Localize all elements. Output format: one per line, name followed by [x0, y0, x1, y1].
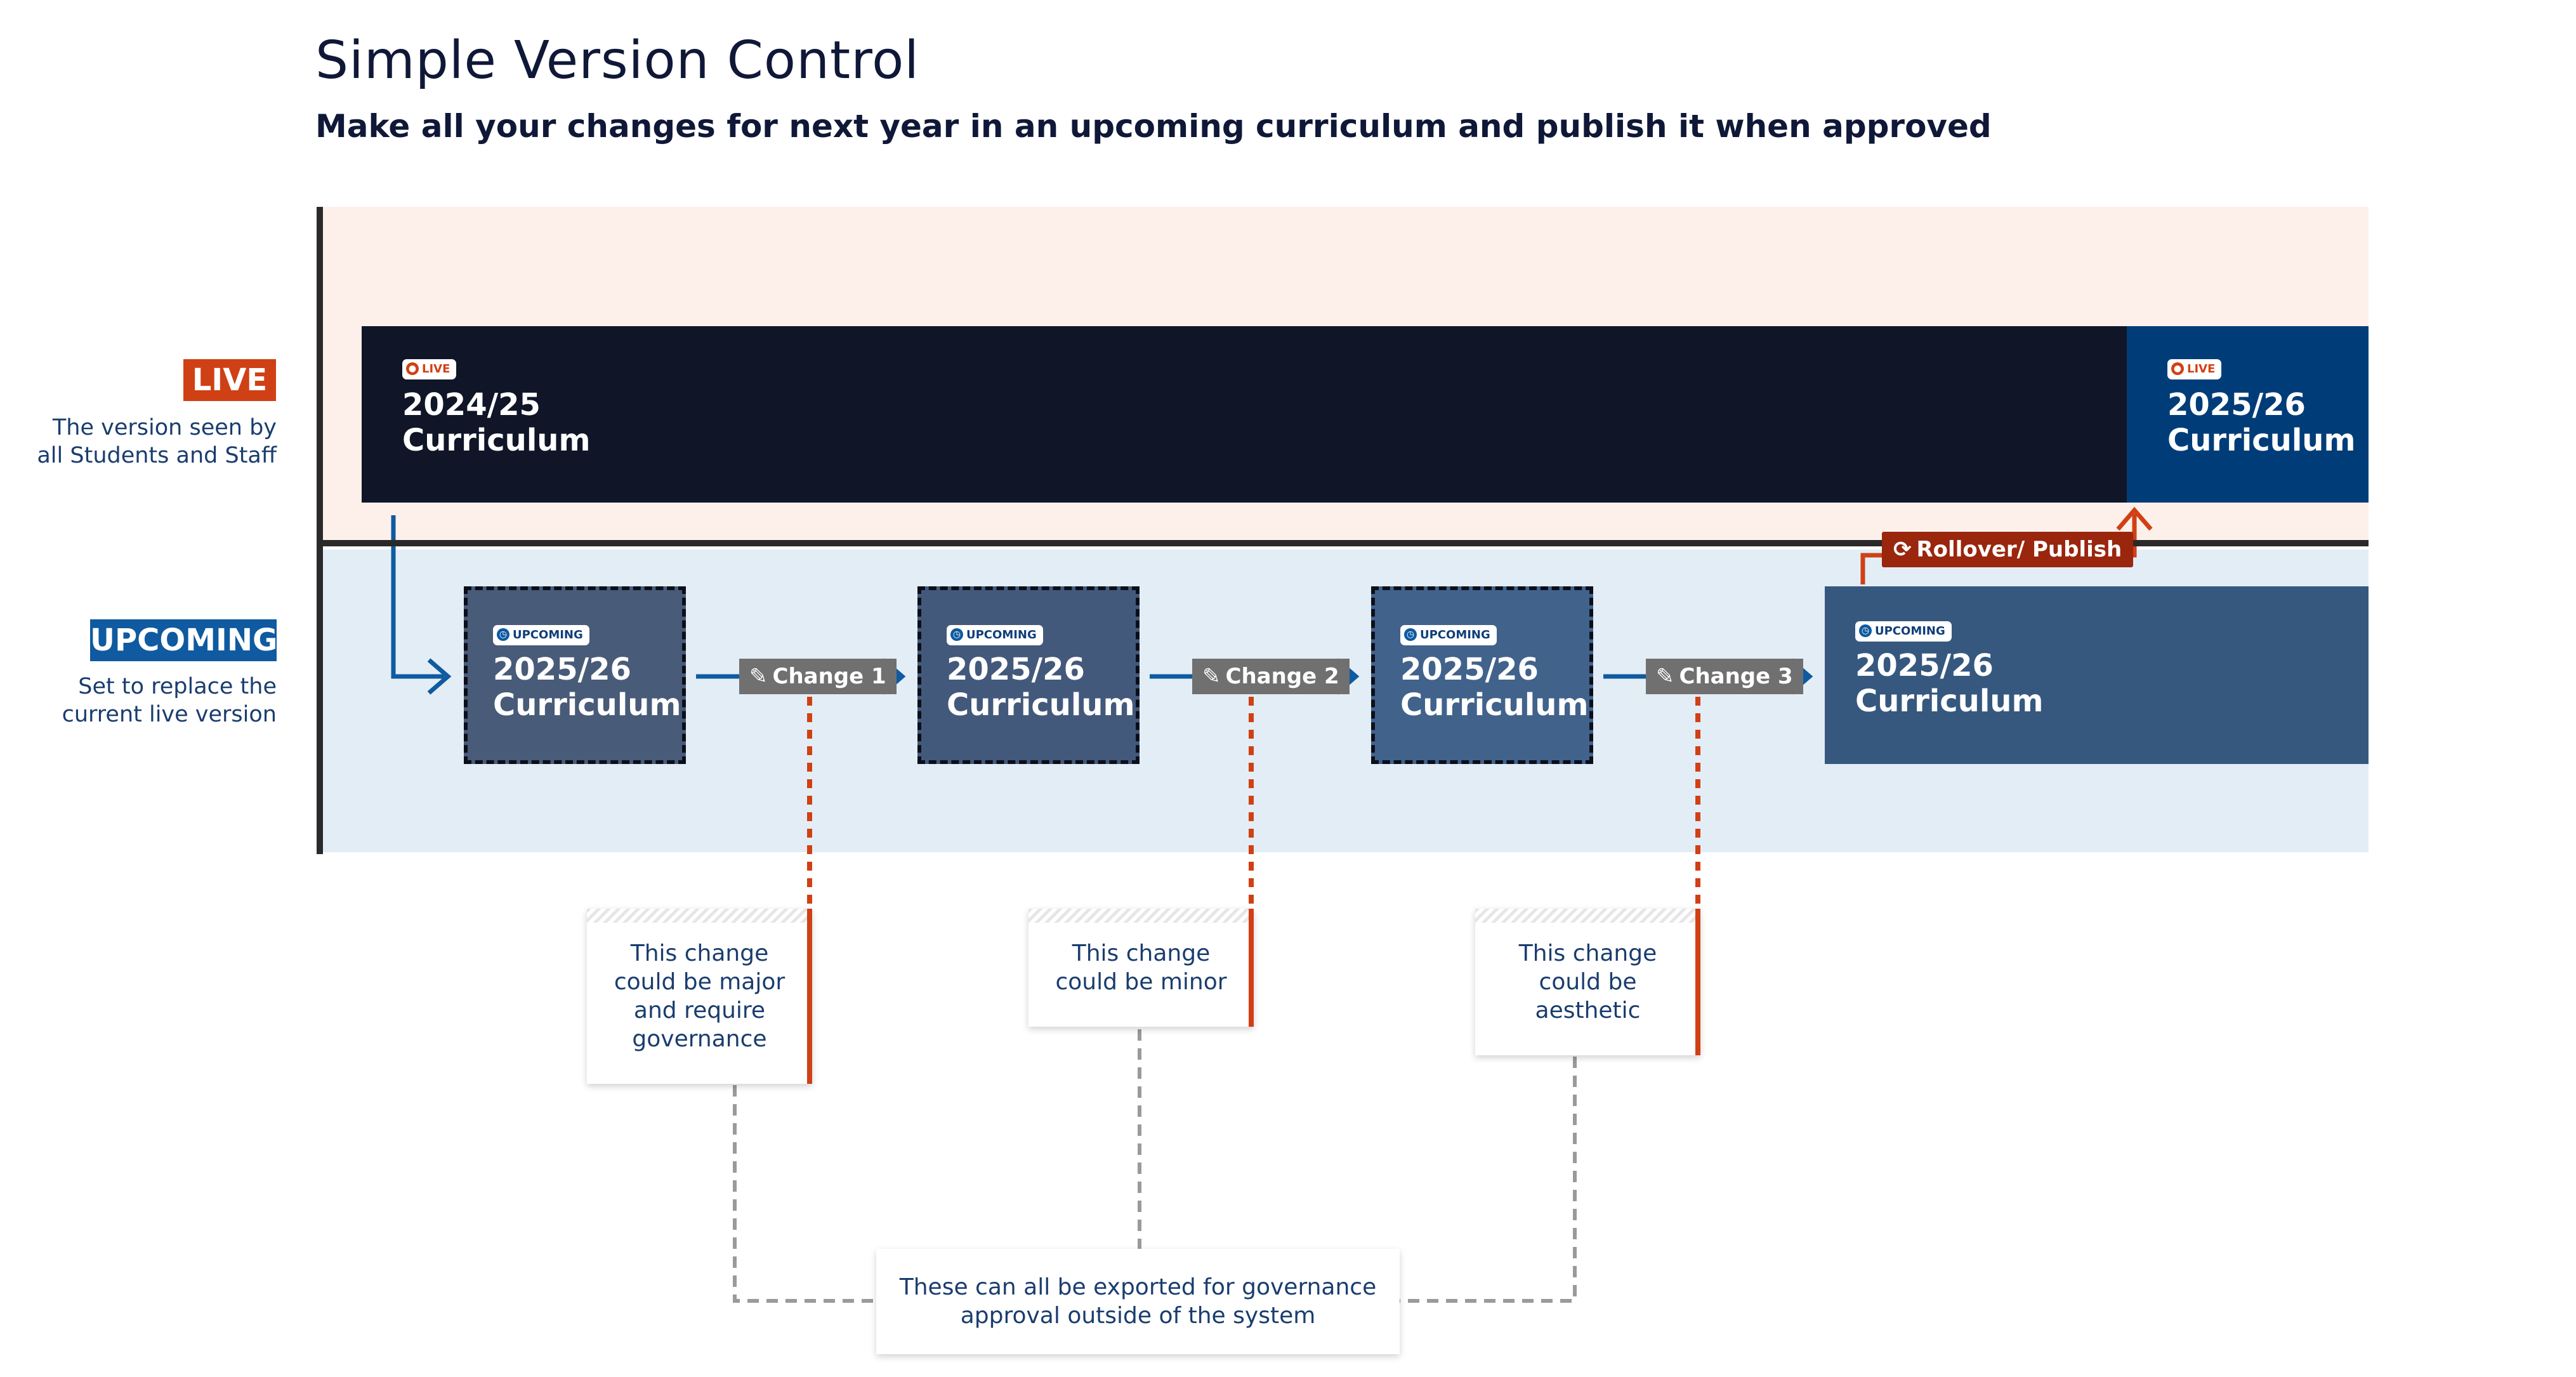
sync-icon: ⟳ — [1893, 537, 1912, 562]
upcoming-lane-desc-line2: current live version — [62, 702, 277, 727]
upcoming-badge: ◷UPCOMING — [947, 625, 1043, 645]
version-name: Curriculum — [2167, 423, 2356, 458]
version-year: 2025/26 — [2167, 387, 2306, 423]
change-1-tag: ✎Change 1 — [739, 659, 897, 694]
upcoming-badge: ◷ UPCOMING — [493, 625, 589, 645]
page-title: Simple Version Control — [315, 30, 920, 91]
note-line: aesthetic — [1535, 998, 1641, 1024]
upcoming-version-draft-3: ◷UPCOMING 2025/26 Curriculum — [1371, 586, 1593, 764]
export-note-line1: These can all be exported for governance — [899, 1274, 1377, 1300]
note-hatch — [1028, 909, 1254, 923]
live-badge: ●LIVE — [402, 359, 457, 379]
upcoming-badge: ◷UPCOMING — [1400, 625, 1497, 645]
clock-icon: ◷ — [497, 628, 509, 641]
note-line: governance — [632, 1026, 767, 1052]
clock-icon: ◷ — [1859, 624, 1872, 637]
upcoming-version-draft-1: ◷ UPCOMING 2025/26 Curriculum — [464, 586, 686, 764]
note-line: This change — [1072, 940, 1211, 966]
live-lane-desc-line2: all Students and Staff — [37, 443, 277, 468]
version-year: 2025/26 — [493, 652, 631, 687]
live-badge-label: LIVE — [2187, 362, 2216, 376]
live-lane-tag: LIVE — [183, 359, 276, 401]
note-accent-bar — [1249, 909, 1254, 1027]
clock-icon: ◷ — [1404, 628, 1417, 641]
rollover-label: Rollover/ Publish — [1916, 537, 2122, 562]
pencil-icon: ✎ — [1202, 664, 1221, 689]
change-3-tag: ✎Change 3 — [1646, 659, 1803, 694]
upcoming-version-draft-2: ◷UPCOMING 2025/26 Curriculum — [917, 586, 1140, 764]
upcoming-badge-label: UPCOMING — [1420, 628, 1490, 642]
upcoming-lane-description: Set to replace the current live version — [62, 673, 277, 728]
upcoming-badge: ◷UPCOMING — [1855, 621, 1952, 642]
branch-arrowhead — [427, 658, 452, 695]
record-icon: ● — [2171, 362, 2184, 375]
pencil-icon: ✎ — [1656, 664, 1674, 689]
version-name: Curriculum — [402, 423, 591, 458]
live-badge: ●LIVE — [2167, 359, 2222, 379]
upcoming-lane-desc-line1: Set to replace the — [78, 674, 277, 699]
live-version-2024-25: ●LIVE 2024/25 Curriculum — [362, 326, 2127, 503]
upcoming-badge-label: UPCOMING — [513, 628, 583, 642]
note-line: could be major — [614, 969, 785, 995]
note-accent-bar — [1695, 909, 1700, 1055]
export-connector-left — [733, 1085, 876, 1303]
pencil-icon: ✎ — [749, 664, 768, 689]
change-1-note: This change could be major and require g… — [587, 909, 812, 1084]
live-lane-desc-line1: The version seen by — [52, 415, 277, 440]
export-note-line2: approval outside of the system — [960, 1303, 1316, 1329]
page-subtitle: Make all your changes for next year in a… — [315, 108, 1992, 145]
version-name: Curriculum — [947, 687, 1135, 723]
lane-axis — [317, 207, 323, 854]
branch-line — [391, 515, 444, 679]
change-2-note: This change could be minor — [1028, 909, 1254, 1027]
version-name: Curriculum — [1855, 683, 2044, 719]
version-year: 2025/26 — [1855, 648, 1994, 683]
note-line: This change — [1518, 940, 1657, 966]
note-line: could be minor — [1055, 969, 1227, 995]
version-year: 2025/26 — [1400, 652, 1539, 687]
upcoming-lane-tag: UPCOMING — [90, 619, 277, 661]
version-name: Curriculum — [493, 687, 681, 723]
rollover-publish-tag: ⟳Rollover/ Publish — [1882, 532, 2134, 567]
live-lane-description: The version seen by all Students and Sta… — [37, 414, 277, 470]
rollover-arrowhead — [2116, 506, 2153, 531]
live-badge-label: LIVE — [422, 362, 450, 376]
version-name: Curriculum — [1400, 687, 1589, 723]
note-line: and require — [633, 998, 766, 1024]
upcoming-badge-label: UPCOMING — [1875, 624, 1945, 638]
change-3-label: Change 3 — [1679, 664, 1793, 689]
note-line: could be — [1539, 969, 1637, 995]
lane-divider — [320, 540, 2369, 546]
record-icon: ● — [406, 362, 419, 375]
version-year: 2024/25 — [402, 387, 541, 423]
upcoming-badge-label: UPCOMING — [966, 628, 1037, 642]
change-2-tag: ✎Change 2 — [1192, 659, 1350, 694]
note-hatch — [1475, 909, 1700, 923]
note-line: This change — [630, 940, 769, 966]
change-3-note: This change could be aesthetic — [1475, 909, 1700, 1055]
note-accent-bar — [807, 909, 812, 1084]
version-year: 2025/26 — [947, 652, 1085, 687]
change-2-label: Change 2 — [1225, 664, 1339, 689]
clock-icon: ◷ — [950, 628, 963, 641]
export-connector-right — [1400, 1057, 1577, 1303]
change-1-label: Change 1 — [772, 664, 886, 689]
note-hatch — [587, 909, 812, 923]
live-version-2025-26: ●LIVE 2025/26 Curriculum — [2127, 326, 2369, 503]
export-note: These can all be exported for governance… — [876, 1249, 1400, 1354]
upcoming-version-final: ◷UPCOMING 2025/26 Curriculum — [1825, 586, 2369, 764]
